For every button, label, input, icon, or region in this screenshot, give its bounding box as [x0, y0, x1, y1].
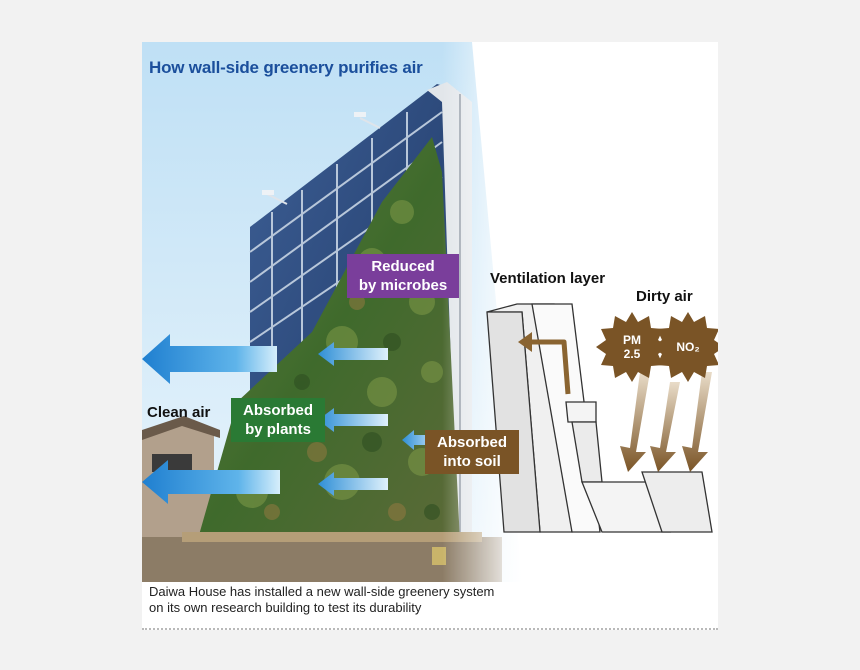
reduced-by-microbes-label: Reduced by microbes	[347, 254, 459, 298]
no2-badge: NO₂	[676, 340, 700, 354]
caption: Daiwa House has installed a new wall-sid…	[149, 584, 494, 616]
dirty-air-label: Dirty air	[636, 288, 693, 305]
absorbed-plants-line2: by plants	[245, 421, 311, 438]
no2-badge-shape	[652, 312, 718, 382]
figure: How wall-side greenery purifies air Redu…	[142, 42, 718, 630]
clean-air-label: Clean air	[147, 404, 211, 421]
caption-line2: on its own research building to test its…	[149, 600, 422, 615]
caption-line1: Daiwa House has installed a new wall-sid…	[149, 584, 495, 599]
inflow-arrows	[318, 342, 442, 496]
dotted-divider	[142, 628, 718, 630]
reduced-line2: by microbes	[358, 277, 448, 294]
pm25-line1: PM	[623, 333, 641, 347]
absorbed-by-plants-label: Absorbed by plants	[231, 398, 325, 442]
pm25-badge-shape	[596, 312, 668, 382]
figure-title: How wall-side greenery purifies air	[149, 58, 423, 77]
absorbed-plants-line1: Absorbed	[242, 402, 313, 419]
pm25-badge: PM 2.5	[612, 333, 652, 361]
dirty-air-arrows	[620, 372, 712, 472]
pm25-line2: 2.5	[623, 347, 641, 361]
reduced-line1: Reduced	[371, 258, 435, 275]
absorbed-into-soil-label: Absorbed into soil	[425, 430, 519, 474]
ventilation-layer-label: Ventilation layer	[490, 270, 606, 287]
absorbed-soil-line1: Absorbed	[436, 434, 507, 451]
ventilation-layer-illustration	[486, 303, 713, 533]
diagram-illustration	[142, 42, 718, 582]
ventilation-air-arrow	[530, 339, 571, 395]
absorbed-soil-line2: into soil	[443, 453, 501, 470]
clean-air-arrows	[142, 334, 280, 504]
